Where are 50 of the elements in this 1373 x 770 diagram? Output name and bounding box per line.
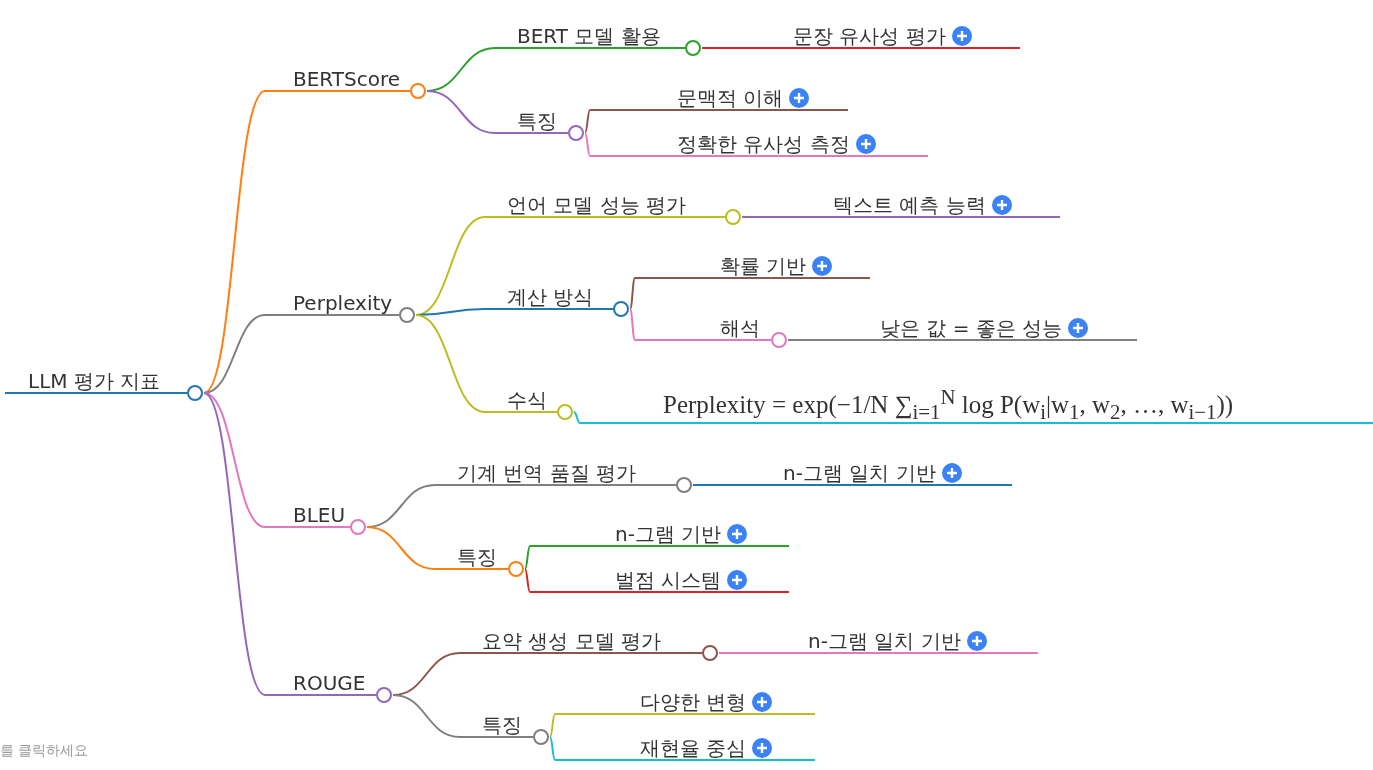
branch-curve: [573, 411, 581, 424]
topic-label: 특징: [517, 109, 557, 133]
branch-curve: [741, 216, 809, 218]
branch-curve: [549, 736, 556, 761]
topic-label: ROUGE: [293, 671, 366, 695]
topic-label: 언어 모델 성능 평가: [507, 193, 687, 217]
branch-curve: [203, 90, 266, 394]
topic-label: 요약 생성 모델 평가: [482, 629, 662, 653]
topic-label: n-그램 일치 기반: [808, 629, 961, 653]
branch-curve: [524, 568, 531, 593]
branch-curve: [392, 694, 461, 738]
branch-curve: [692, 484, 759, 486]
topic-label: 낮은 값 = 좋은 성능: [880, 316, 1063, 340]
topic-label: 텍스트 예측 능력: [833, 193, 986, 217]
branch-curve: [426, 90, 496, 134]
topic-label: 수식: [507, 388, 547, 412]
branch-curve: [584, 109, 591, 134]
topic-label: Perplexity: [293, 291, 393, 315]
topic-label: 특징: [482, 713, 522, 737]
hint-text: 를 클릭하세요: [0, 742, 89, 760]
topic-label: 문장 유사성 평가: [793, 24, 946, 48]
topic-label: 벌점 시스템: [615, 568, 722, 592]
topic-label: 특징: [457, 545, 497, 569]
branch-curve: [718, 652, 784, 654]
branch-curve: [629, 308, 636, 341]
formula-label: Perplexity = exp(−1/N ∑$_{i=1}$$^{N}$ log P(w$_{i}$|w$_{1}$, w$_{2}$, …, w$_{i−1}$)): [663, 384, 1234, 424]
topic-label: BLEU: [293, 503, 346, 527]
topic-label: 정확한 유사성 측정: [677, 132, 850, 156]
branch-curve: [415, 314, 486, 413]
topic-label: 계산 방식: [507, 285, 594, 309]
branch-curve: [549, 713, 556, 738]
topic-label: 다양한 변형: [640, 690, 747, 714]
branch-curve: [584, 132, 591, 157]
topic-label: BERTScore: [293, 67, 401, 91]
branch-curve: [701, 47, 769, 49]
topic-label: 해석: [720, 316, 760, 340]
topic-label: 문맥적 이해: [677, 86, 784, 110]
branch-curve: [524, 545, 531, 570]
topic-label: n-그램 일치 기반: [783, 461, 936, 485]
topic-label: 확률 기반: [720, 254, 807, 278]
topic-label: BERT 모델 활용: [517, 24, 661, 48]
branch-curve: [366, 526, 436, 570]
topic-label: LLM 평가 지표: [28, 369, 161, 393]
topic-label: 기계 번역 품질 평가: [457, 461, 637, 485]
topic-label: n-그램 기반: [615, 522, 722, 546]
branch-curve: [787, 339, 856, 341]
branch-curve: [203, 392, 266, 528]
branch-curve: [629, 277, 636, 310]
branch-curve: [203, 392, 266, 696]
topic-label: 재현율 중심: [640, 736, 747, 760]
